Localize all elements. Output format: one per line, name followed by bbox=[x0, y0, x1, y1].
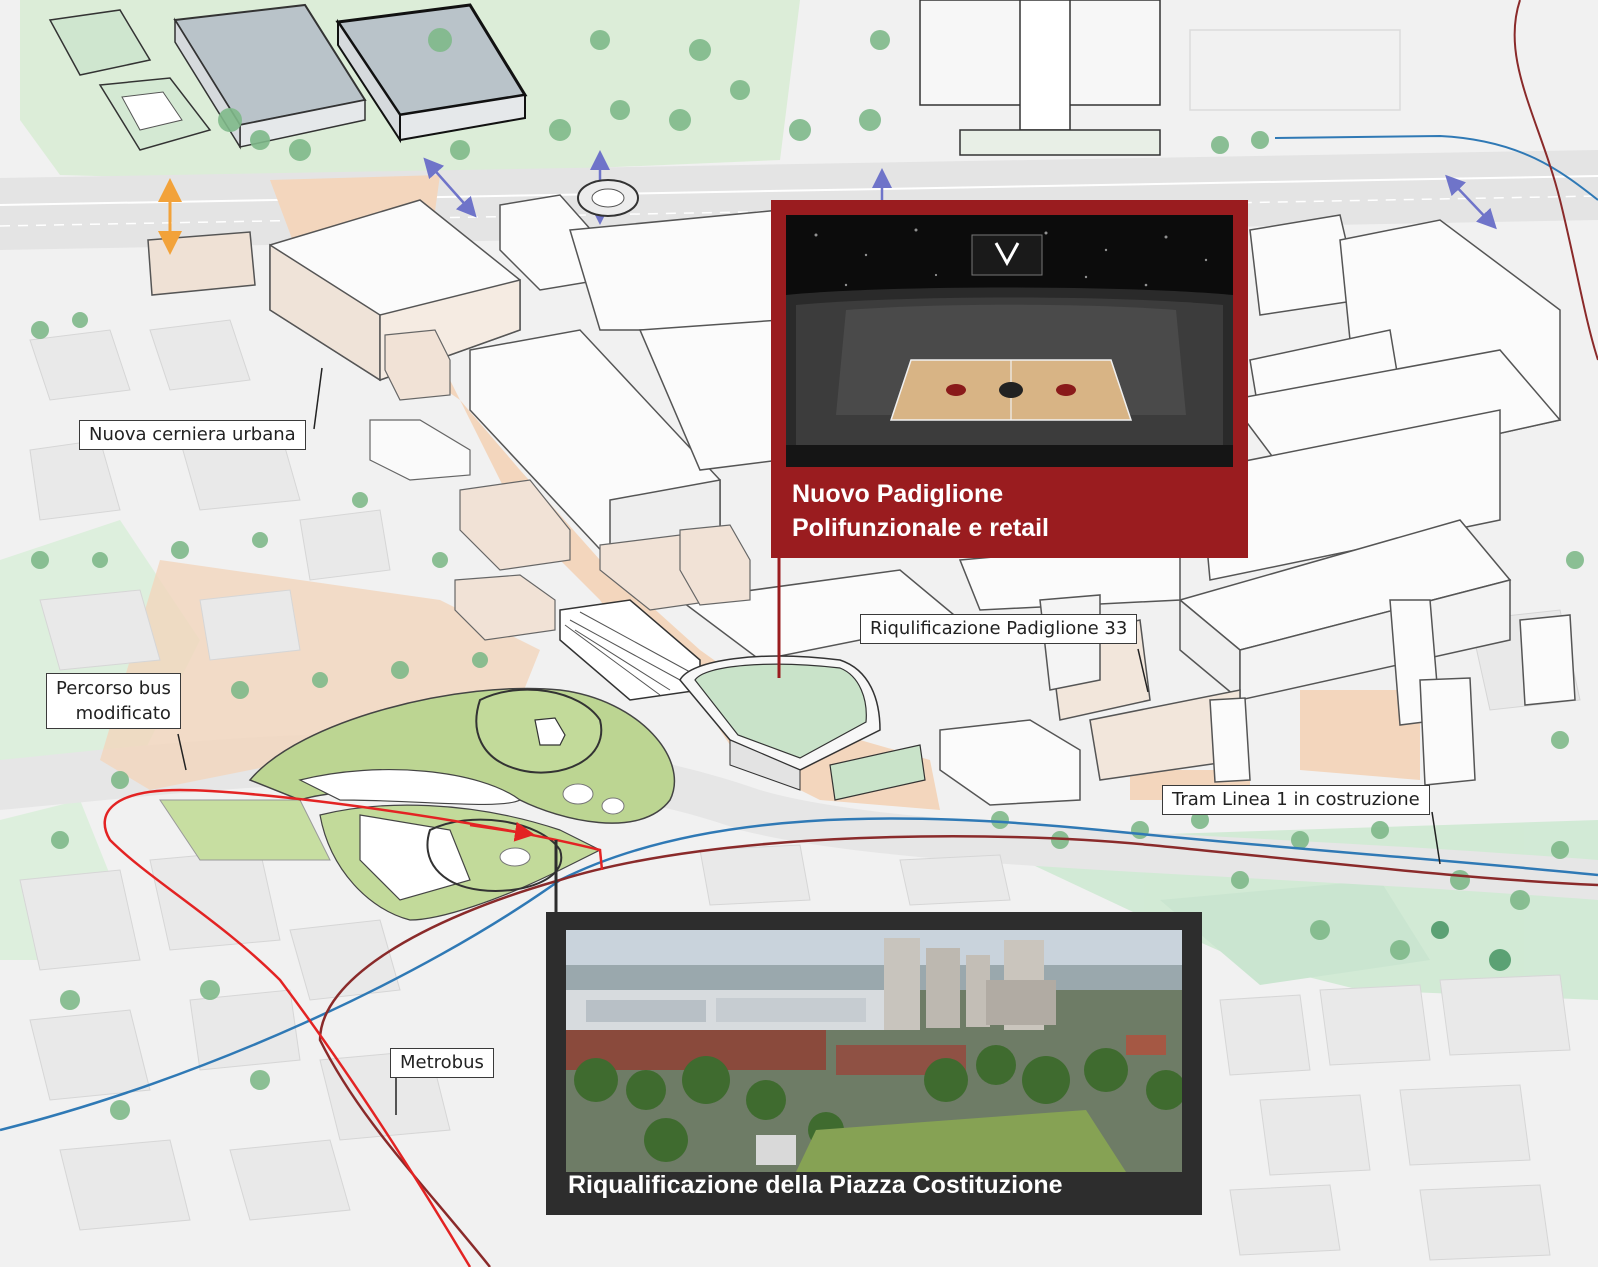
new-pavilion bbox=[679, 655, 926, 801]
roundabout bbox=[577, 179, 639, 217]
label-tram-linea-1: Tram Linea 1 in costruzione bbox=[1162, 785, 1430, 815]
crossing-arrow-4 bbox=[1445, 174, 1497, 230]
label-nuova-cerniera-urbana: Nuova cerniera urbana bbox=[79, 420, 306, 450]
label-percorso-bus-line1: Percorso bus bbox=[56, 678, 171, 699]
label-percorso-bus-line2: modificato bbox=[75, 703, 171, 724]
piazza-caption: Riqualificazione della Piazza Costituzio… bbox=[568, 1171, 1063, 1199]
top-building bbox=[919, 0, 1401, 156]
metrobus-line bbox=[318, 835, 1598, 1267]
trees bbox=[31, 28, 1584, 1120]
arena-title-line1: Nuovo Padiglione bbox=[792, 480, 1004, 508]
tram-line-east bbox=[1274, 134, 1598, 201]
metrobus-line-north bbox=[1513, 0, 1598, 361]
peach-buildings bbox=[369, 329, 751, 641]
arena-title-line2: Polifunzionale e retail bbox=[792, 514, 1049, 542]
leader-lines bbox=[177, 367, 1441, 1115]
arena-photo bbox=[786, 215, 1233, 467]
bus-route-arrow bbox=[469, 821, 535, 842]
label-metrobus: Metrobus bbox=[390, 1048, 494, 1078]
exhibition-complex bbox=[147, 194, 1576, 806]
arena-caption: Nuovo Padiglione Polifunzionale e retail bbox=[792, 477, 1049, 545]
piazza-photo bbox=[566, 930, 1182, 1172]
city-blocks bbox=[19, 319, 1581, 1261]
park bbox=[159, 687, 676, 921]
piazza-panel: Riqualificazione della Piazza Costituzio… bbox=[546, 912, 1202, 1215]
bus-route bbox=[103, 788, 604, 1267]
crossing-arrow-1 bbox=[423, 157, 477, 218]
arena-panel: Nuovo Padiglione Polifunzionale e retail bbox=[771, 200, 1248, 558]
glazed-buildings bbox=[48, 3, 528, 151]
label-riqualificazione-padiglione-33: Riqulificazione Padiglione 33 bbox=[860, 614, 1138, 644]
tram-line bbox=[0, 817, 1598, 1132]
label-percorso-bus-modificato: Percorso bus modificato bbox=[46, 673, 181, 729]
